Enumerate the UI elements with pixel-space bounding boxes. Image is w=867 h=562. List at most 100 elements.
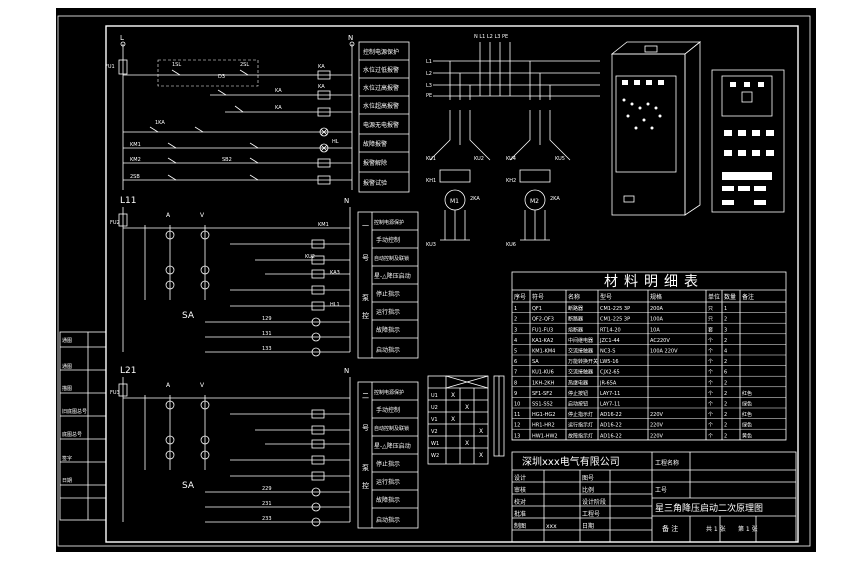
svg-text:V2: V2 bbox=[431, 429, 438, 435]
project-name-label: 工程名称 bbox=[655, 459, 679, 467]
motor2-legend: 控制电源保护 手动控制 自动控制及联锁 星-△降压启动 停止指示 运行指示 故障… bbox=[357, 381, 419, 529]
svg-text:星-△降压启动: 星-△降压启动 bbox=[374, 442, 411, 450]
motor1-bus-label: L11 bbox=[120, 196, 136, 206]
bom-cell: AC220V bbox=[650, 338, 670, 344]
svg-text:工号: 工号 bbox=[655, 487, 667, 494]
svg-text:自动控制及联锁: 自动控制及联锁 bbox=[374, 255, 409, 262]
bom-cell: 停止指示灯 bbox=[568, 411, 593, 418]
bom-cell: 7 bbox=[514, 370, 517, 376]
svg-text:X: X bbox=[465, 404, 469, 411]
bom-header: 单位 bbox=[708, 293, 720, 301]
bom-cell: 4 bbox=[514, 338, 517, 344]
svg-text:231: 231 bbox=[262, 501, 272, 507]
svg-text:X: X bbox=[479, 452, 483, 459]
bom-cell: 红色 bbox=[742, 411, 752, 418]
top-legend-1: 水位过低报警 bbox=[363, 66, 399, 74]
stamp-label: 日期 bbox=[62, 478, 72, 484]
svg-text:D3: D3 bbox=[218, 74, 225, 80]
title-block-cell: xxx bbox=[546, 523, 557, 530]
bom-cell: 2 bbox=[724, 338, 727, 344]
bom-cell: RT14-20 bbox=[600, 327, 621, 333]
bom-cell: 个 bbox=[708, 402, 713, 408]
svg-text:HL1: HL1 bbox=[330, 302, 340, 308]
bom-header: 规格 bbox=[650, 293, 662, 301]
motor-circuit-1: L11 N FU2 A V SA 129 1 bbox=[110, 196, 351, 357]
svg-text:M1: M1 bbox=[450, 198, 459, 205]
svg-text:KU5: KU5 bbox=[555, 156, 565, 162]
svg-text:2SB: 2SB bbox=[130, 174, 140, 180]
bom-cell: 个 bbox=[708, 370, 713, 376]
bom-cell: 绿色 bbox=[742, 401, 752, 408]
bom-cell: 只 bbox=[708, 317, 713, 323]
power-main-circuit: N L1 L2 L3 PE L1 L2 L3 PE M1 KU1 KH1 KU3… bbox=[426, 34, 600, 248]
bom-cell: KA1-KA2 bbox=[532, 338, 553, 344]
svg-text:X: X bbox=[451, 416, 455, 423]
svg-text:L3: L3 bbox=[426, 83, 432, 89]
bom-cell: 运行指示灯 bbox=[568, 422, 593, 429]
bom-cell: 1KH-2KH bbox=[532, 380, 554, 386]
bom-cell: 2 bbox=[514, 317, 517, 323]
bom-cell: 220V bbox=[650, 412, 664, 418]
svg-text:KA: KA bbox=[318, 64, 325, 70]
svg-text:A: A bbox=[166, 212, 171, 219]
svg-text:131: 131 bbox=[262, 331, 272, 337]
svg-text:KM1: KM1 bbox=[130, 142, 141, 148]
svg-text:A: A bbox=[166, 382, 171, 389]
title-block-cell: 制图 bbox=[514, 522, 526, 530]
bom-cell: 只 bbox=[708, 306, 713, 312]
bom-cell: 个 bbox=[708, 433, 713, 439]
bom-cell: 个 bbox=[708, 338, 713, 344]
top-legend-0: 控制电源保护 bbox=[363, 48, 399, 56]
bom-header: 数量 bbox=[724, 293, 736, 301]
bom-cell: 100A bbox=[650, 317, 664, 323]
bom-cell: 220V bbox=[650, 433, 664, 439]
left-stamp-table bbox=[59, 331, 107, 521]
svg-text:第 1 张: 第 1 张 bbox=[738, 525, 758, 533]
svg-text:备 注: 备 注 bbox=[662, 524, 678, 533]
svg-text:运行指示: 运行指示 bbox=[376, 478, 400, 486]
svg-text:停止指示: 停止指示 bbox=[376, 290, 400, 298]
svg-text:一: 一 bbox=[362, 222, 369, 230]
bom-cell: SA bbox=[532, 359, 539, 365]
stamp-label: 描图 bbox=[62, 385, 72, 392]
title-block-cell: 设计阶段 bbox=[582, 498, 606, 506]
svg-text:1SL: 1SL bbox=[172, 62, 181, 68]
svg-text:KU3: KU3 bbox=[426, 242, 436, 248]
bom-cell: CJX2-65 bbox=[600, 370, 620, 376]
svg-text:N: N bbox=[344, 197, 349, 205]
svg-text:启动指示: 启动指示 bbox=[376, 346, 400, 354]
bom-cell: 交流接触器 bbox=[568, 369, 593, 376]
bom-cell: 12 bbox=[514, 423, 520, 429]
svg-text:运行指示: 运行指示 bbox=[376, 308, 400, 316]
svg-text:故障指示: 故障指示 bbox=[376, 496, 400, 504]
svg-text:L1: L1 bbox=[426, 59, 432, 65]
svg-text:M2: M2 bbox=[530, 198, 539, 205]
bom-cell: 交流接触器 bbox=[568, 348, 593, 355]
svg-text:号: 号 bbox=[362, 424, 369, 432]
bom-header: 备注 bbox=[742, 293, 754, 301]
svg-text:启动指示: 启动指示 bbox=[376, 516, 400, 524]
bom-cell: 2 bbox=[724, 423, 727, 429]
top-legend-6: 报警解除 bbox=[363, 159, 387, 167]
bus-label-l: L bbox=[120, 34, 124, 42]
dashed-group-top bbox=[157, 59, 259, 87]
svg-text:V: V bbox=[200, 382, 205, 389]
bom-cell: 2 bbox=[724, 433, 727, 439]
title-block-cell: 工程号 bbox=[582, 510, 600, 518]
svg-text:KU6: KU6 bbox=[506, 242, 516, 248]
bom-cell: 启动按钮 bbox=[568, 401, 588, 408]
bom-cell: KU1-KU6 bbox=[532, 370, 554, 376]
stamp-label: 通图 bbox=[62, 337, 72, 344]
bom-cell: AD16-22 bbox=[600, 412, 622, 418]
bom-cell: HW1-HW2 bbox=[532, 433, 558, 439]
bom-cell: 100A 220V bbox=[650, 349, 678, 355]
svg-text:KU2: KU2 bbox=[305, 254, 315, 260]
bom-cell: 2 bbox=[724, 359, 727, 365]
bom-cell: 220V bbox=[650, 423, 664, 429]
svg-text:2KA: 2KA bbox=[550, 196, 560, 202]
bom-cell: 9 bbox=[514, 391, 517, 397]
title-block-cell: 比例 bbox=[582, 486, 594, 494]
stamp-label: 旧底图总号 bbox=[62, 408, 87, 415]
bom-cell: 个 bbox=[708, 391, 713, 397]
